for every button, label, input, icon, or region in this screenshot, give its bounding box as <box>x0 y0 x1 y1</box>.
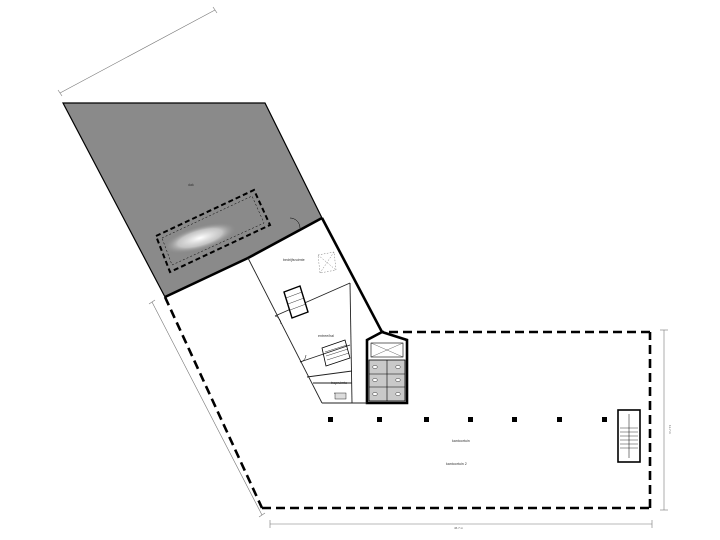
toilet-icons <box>372 365 401 396</box>
stair-upper-treads <box>285 291 307 311</box>
middle-hall-label: entree/hal <box>318 334 334 338</box>
columns <box>328 417 607 422</box>
dimension-bottom-label: 46.7 m <box>454 526 464 530</box>
solid-walls <box>164 216 409 405</box>
roof-area <box>62 102 323 298</box>
stair-upper <box>283 285 309 319</box>
open-area-2-label: kantoortuin 2 <box>446 462 467 466</box>
interior-walls <box>247 257 367 404</box>
void-cross <box>317 251 337 274</box>
stair-right-treads <box>620 427 638 449</box>
skylight-frame <box>154 188 272 274</box>
upper-hall-label: bedrijfsruimte <box>283 258 305 262</box>
dimension-top <box>59 9 216 94</box>
dimension-lines <box>57 6 668 528</box>
open-area-label: kantoortuin <box>452 439 470 443</box>
kitchen-unit <box>334 392 347 400</box>
sanitary-partitions <box>369 360 405 401</box>
dimension-left <box>151 301 263 516</box>
stair-middle-treads <box>324 344 350 361</box>
stair-middle <box>321 339 351 367</box>
exterior-walls <box>163 296 652 510</box>
skylight-inner <box>161 195 265 266</box>
dimension-right-label: 11.7 m <box>668 425 672 434</box>
stair-room-label: trapruimte <box>331 381 347 385</box>
roof-label: dak <box>188 183 194 187</box>
skylight-glow <box>163 222 237 254</box>
